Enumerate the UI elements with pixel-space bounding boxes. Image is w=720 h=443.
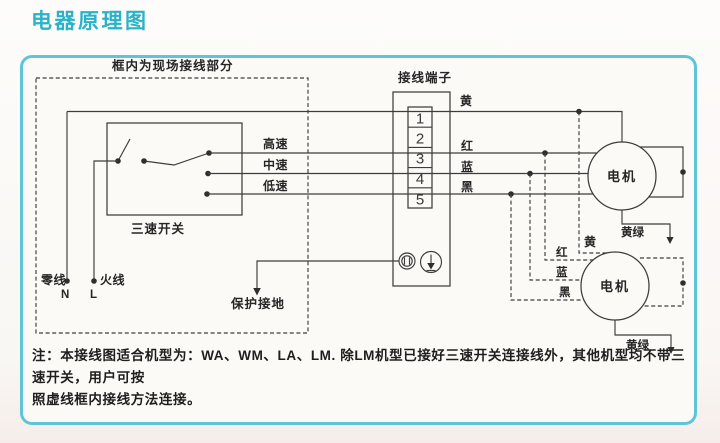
wire-label-black: 黑 <box>461 180 474 194</box>
switch-pivot-dot <box>141 158 147 164</box>
field-wiring-dashed-box: 框内为现场接线部分 <box>35 58 309 334</box>
live-terminal-dot <box>91 278 97 284</box>
motor-2-yellow-dashed <box>578 111 607 254</box>
ground-terminal-icon <box>398 252 416 270</box>
terminal-number-3: 3 <box>416 151 424 168</box>
dashed-box-outline <box>35 77 309 334</box>
page-title: 电器原理图 <box>31 10 149 33</box>
motor-1-ground-label: 黄绿 <box>621 225 644 239</box>
motor-1-loop-dot <box>680 169 686 175</box>
motor-2-wire-label-blue: 蓝 <box>556 265 568 279</box>
switch-box-outline <box>106 122 243 216</box>
neutral-label: 零线 <box>40 272 66 287</box>
wire-label-yellow: 黄 <box>460 93 473 108</box>
motor-2-loop-dot <box>680 280 686 286</box>
motor-2-ground-label: 黄绿 <box>626 338 649 352</box>
terminal-block: 接线端子 1 2 3 4 5 <box>392 70 452 287</box>
motor-1: 电机 黄绿 <box>587 141 686 244</box>
protective-earth-label: 保护接地 <box>230 296 285 311</box>
dashed-box-label: 框内为现场接线部分 <box>112 58 234 73</box>
terminal-block-outline <box>392 91 451 287</box>
wire-label-red: 红 <box>461 138 474 153</box>
protective-earth: 保护接地 <box>230 260 399 311</box>
neutral-terminal-dot <box>64 278 70 284</box>
wire-label-blue: 蓝 <box>461 159 474 174</box>
motor-1-ground-arrow <box>666 237 674 244</box>
live-symbol: L <box>90 289 97 301</box>
live-wire-riser <box>93 160 118 281</box>
note-line-2: 照虚线框内接线方法连接。 <box>32 392 202 407</box>
terminal-strip-outline <box>407 106 433 209</box>
motor-2-wire-label-black: 黑 <box>559 286 571 299</box>
terminal-number-4: 4 <box>416 171 424 188</box>
motor-2-black-dashed <box>510 194 584 301</box>
speed-label-low: 低速 <box>262 178 288 193</box>
speed-label-mid: 中速 <box>263 157 288 172</box>
footer-note: 注：本接线图适合机型为：WA、WM、LA、LM. 除LM机型已接好三速开关连接线… <box>32 345 687 411</box>
motor-1-right-loop <box>640 146 684 198</box>
motor-2-label: 电机 <box>600 279 630 294</box>
terminal-number-1: 1 <box>416 111 424 128</box>
earth-arrow <box>253 288 261 296</box>
switch-label: 三速开关 <box>131 221 185 236</box>
terminal-number-5: 5 <box>416 192 424 209</box>
switch-arm <box>143 152 210 166</box>
note-line-1: 注：本接线图适合机型为：WA、WM、LA、LM. 除LM机型已接好三速开关连接线… <box>32 348 686 385</box>
terminal-dividers <box>408 126 432 189</box>
motor-2-wire-label-red: 红 <box>556 245 568 259</box>
earth-symbol-icon <box>419 250 443 274</box>
motor-2-ground-arrow <box>667 347 675 354</box>
neutral-symbol: N <box>61 289 69 301</box>
live-label: 火线 <box>100 272 125 287</box>
motor-2-red-dashed <box>544 153 593 261</box>
motor-2-blue-dashed <box>529 173 582 281</box>
diagram-frame <box>20 55 697 425</box>
motor-2-ground-wire <box>614 320 672 347</box>
switch-lever <box>117 138 131 162</box>
power-entry: 零线 N 火线 L <box>40 111 125 301</box>
terminal-block-label: 接线端子 <box>398 70 452 85</box>
speed-label-high: 高速 <box>263 136 288 151</box>
yellow-wire <box>67 110 623 142</box>
motor-1-ground-wire <box>621 210 671 237</box>
terminal-number-2: 2 <box>416 131 424 148</box>
main-wires: 黄 红 蓝 黑 <box>67 93 623 197</box>
motor-1-label: 电机 <box>607 169 637 184</box>
three-speed-switch: 三速开关 高速 中速 低速 <box>106 122 288 236</box>
motor-2-wire-label-yellow: 黄 <box>584 234 597 249</box>
earth-wire <box>256 260 399 288</box>
motor-2: 黄 红 蓝 黑 电机 黄绿 <box>510 111 686 354</box>
